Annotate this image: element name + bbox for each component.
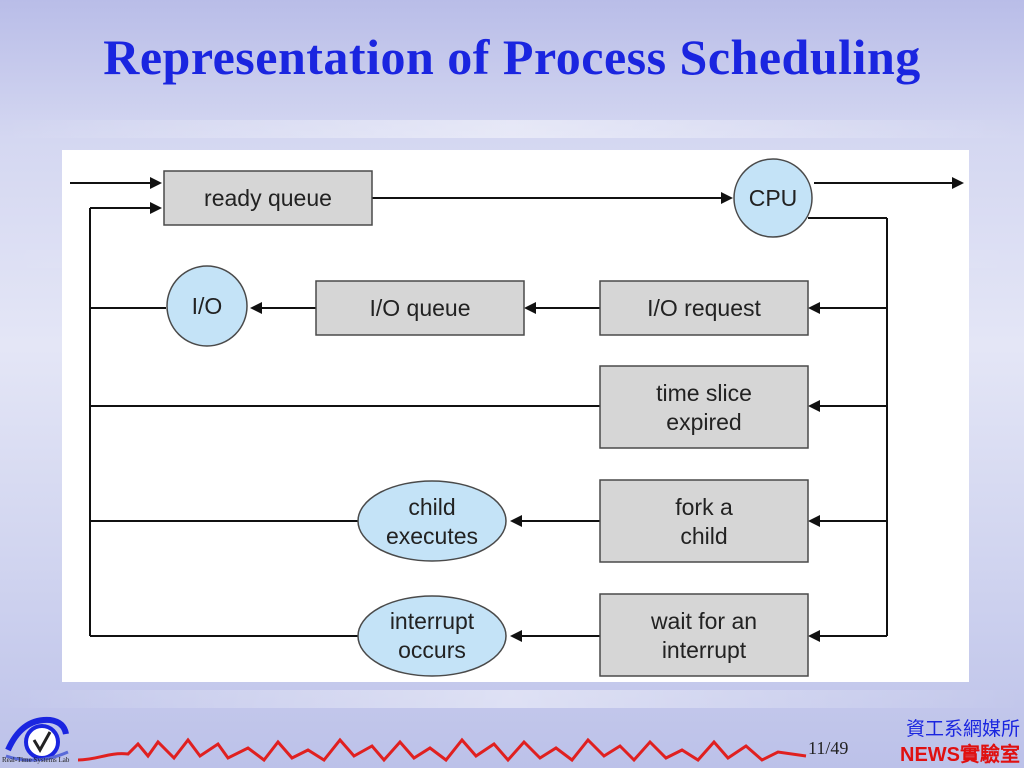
arrowhead-io	[250, 302, 262, 314]
process-scheduling-diagram: ready queue CPU I/O I/O queue I/O reques…	[62, 150, 969, 682]
fork-label-line1: fork a	[675, 494, 733, 520]
arrowhead-interrupt	[510, 630, 522, 642]
arrowhead-child-exec	[510, 515, 522, 527]
node-io-queue: I/O queue	[315, 280, 525, 336]
arrowhead-time-slice	[808, 400, 820, 412]
io-request-label: I/O request	[647, 295, 761, 321]
arrowheads	[150, 177, 964, 642]
node-wait-for-interrupt: wait for an interrupt	[599, 593, 809, 677]
page-number: 11/49	[808, 738, 849, 758]
slide-title: Representation of Process Scheduling	[103, 29, 921, 85]
arrowhead-io-request	[808, 302, 820, 314]
arrowhead-to-cpu	[721, 192, 733, 204]
connectors	[70, 182, 954, 637]
arrowhead-io-queue	[524, 302, 536, 314]
io-queue-label: I/O queue	[369, 295, 470, 321]
skyline-decoration	[78, 737, 807, 763]
node-time-slice-expired: time slice expired	[599, 365, 809, 449]
node-interrupt-occurs: interrupt occurs	[357, 595, 507, 677]
diagram-canvas: ready queue CPU I/O I/O queue I/O reques…	[70, 158, 964, 677]
time-slice-label-line2: expired	[666, 409, 741, 435]
node-fork-a-child: fork a child	[599, 479, 809, 563]
interrupt-label-line1: interrupt	[390, 608, 475, 634]
lab-logo	[5, 716, 69, 762]
arrowhead-entry	[150, 177, 162, 189]
wait-label-line2: interrupt	[662, 637, 747, 663]
arrowhead-cpu-exit	[952, 177, 964, 189]
io-label: I/O	[192, 293, 223, 319]
child-exec-label-line2: executes	[386, 523, 478, 549]
node-child-executes: child executes	[357, 480, 507, 562]
arrowhead-fork	[808, 515, 820, 527]
interrupt-label-line2: occurs	[398, 637, 466, 663]
fork-label-line2: child	[680, 523, 727, 549]
time-slice-label-line1: time slice	[656, 380, 752, 406]
wait-label-line1: wait for an	[650, 608, 757, 634]
arrowhead-wait	[808, 630, 820, 642]
department-name: 資工系網媒所	[905, 719, 1020, 740]
node-cpu: CPU	[733, 158, 813, 238]
child-exec-label-line1: child	[408, 494, 455, 520]
node-io-request: I/O request	[599, 280, 809, 336]
node-io: I/O	[166, 265, 248, 347]
cpu-label: CPU	[749, 185, 798, 211]
ready-queue-label: ready queue	[204, 185, 332, 211]
logo-caption: Real-Time Systems Lab	[2, 756, 70, 764]
node-ready-queue: ready queue	[163, 170, 373, 226]
arrowhead-return-ready	[150, 202, 162, 214]
lab-name: NEWS實驗室	[900, 744, 1020, 766]
